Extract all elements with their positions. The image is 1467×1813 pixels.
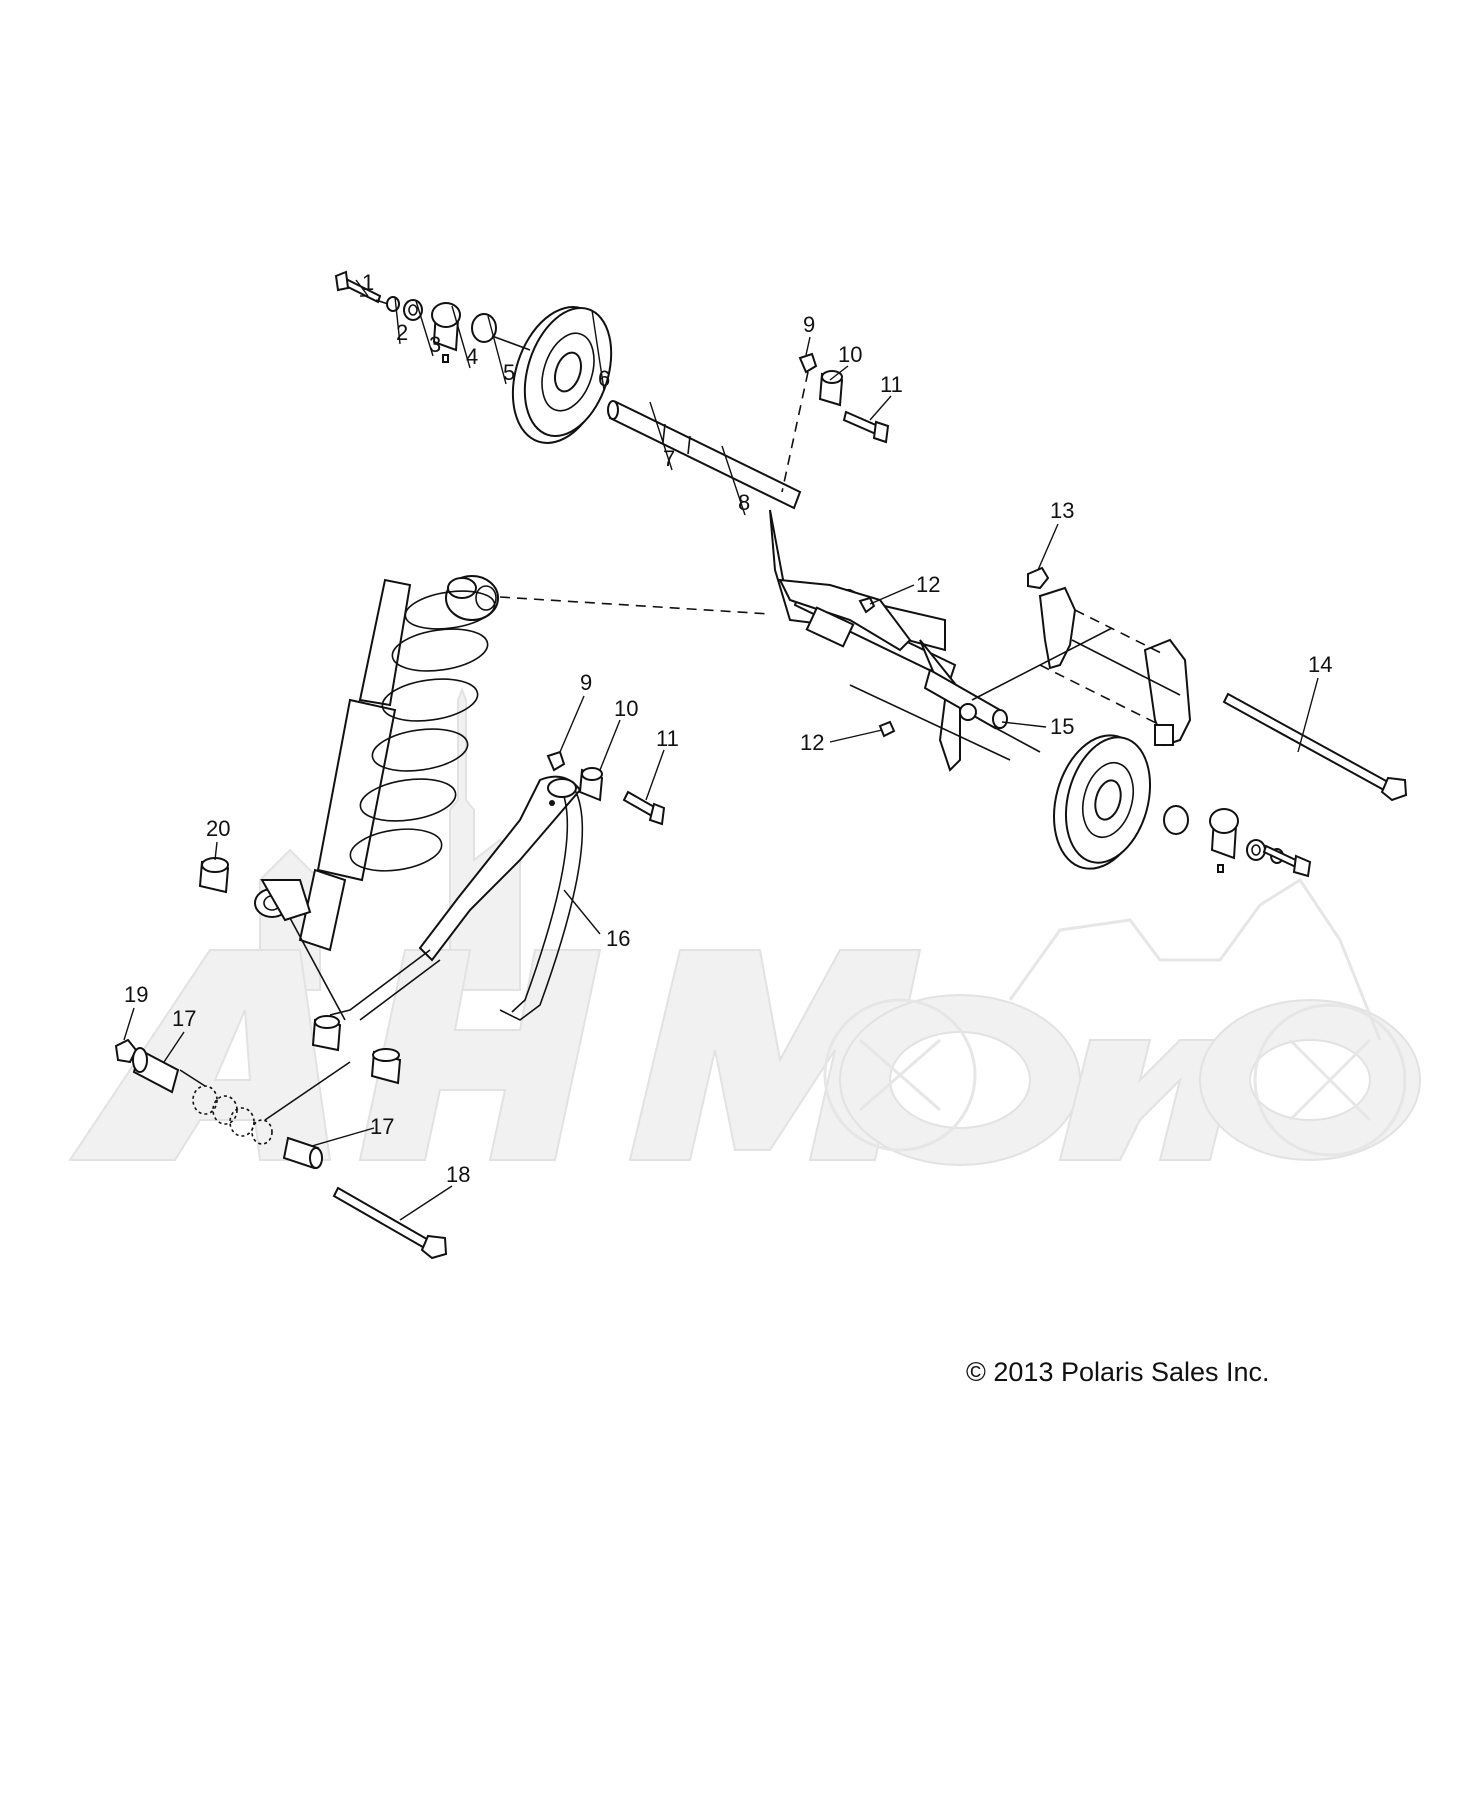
part-9-nut-upper [798, 352, 818, 374]
part-17-spacer-lower [282, 1136, 323, 1170]
leader-2 [394, 296, 401, 345]
callout-20: 20 [206, 816, 230, 841]
part-20-spacer [198, 857, 230, 894]
callout-11-upper: 11 [880, 372, 903, 397]
carriage-assembly [769, 509, 1041, 772]
callout-10-middle: 10 [614, 696, 638, 721]
part-5-o-ring [471, 313, 497, 343]
part-6-idler-wheel [511, 306, 613, 444]
callout-17-lower: 17 [370, 1114, 394, 1139]
part-10-spacer-upper [818, 370, 844, 407]
callout-8: 8 [738, 490, 750, 515]
part-2-washer [386, 296, 400, 312]
callout-12-lower: 12 [800, 730, 824, 755]
callout-16: 16 [606, 926, 630, 951]
callout-5: 5 [503, 360, 515, 385]
callout-11-middle: 11 [656, 726, 679, 751]
leader-19 [123, 1007, 135, 1041]
leader-12-lower [829, 729, 883, 743]
callout-1: 1 [360, 270, 374, 297]
bolt-lower [1262, 844, 1312, 878]
callout-19: 19 [124, 982, 148, 1007]
part-12-nut-lower [878, 720, 896, 738]
o-ring-lower [1163, 805, 1189, 835]
leader-11-upper [869, 395, 892, 421]
callout-4: 4 [466, 344, 478, 369]
washer-lower-1 [1246, 839, 1266, 861]
leader-18 [399, 1185, 453, 1221]
leader-5 [487, 315, 507, 385]
callout-14: 14 [1308, 652, 1332, 677]
watermark-logo [68, 687, 1421, 1166]
leader-11-middle [645, 749, 665, 801]
leader-8 [721, 445, 746, 516]
bushing-lower [1209, 808, 1239, 873]
leader-17-lower [311, 1127, 375, 1147]
part-7-8-axle [607, 400, 802, 510]
leader-9-middle [559, 695, 585, 753]
leader-16 [563, 889, 601, 935]
callout-10-upper: 10 [838, 342, 862, 367]
part-11-bolt-middle [622, 790, 666, 826]
part-10-spacer-middle [578, 767, 604, 802]
part-13-nut-and-brackets [1027, 566, 1192, 747]
part-12-nut-upper [858, 596, 876, 614]
callout-9-upper: 9 [803, 312, 815, 337]
part-17-spacer-upper [132, 1047, 180, 1094]
shock-to-axle-centerline [499, 596, 771, 615]
callout-15: 15 [1050, 714, 1074, 739]
part-9-nut-middle [546, 750, 566, 772]
part-16-torque-arm [311, 775, 584, 1085]
assembly-centerlines [179, 299, 1181, 1121]
part-14-long-bolt [1222, 692, 1408, 802]
copyright: © 2013 Polaris Sales Inc. [966, 1357, 1270, 1387]
leader-20 [214, 841, 218, 861]
leader-17-upper [163, 1031, 185, 1063]
leader-15 [1001, 721, 1047, 728]
part-11-bolt-upper [842, 410, 890, 444]
leader-7 [649, 401, 673, 471]
part-idler-wheel-lower [1052, 734, 1152, 870]
leader-14 [1297, 677, 1319, 753]
leader-4 [451, 305, 471, 369]
leader-13 [1037, 523, 1059, 571]
callout-18: 18 [446, 1162, 470, 1187]
part-18-long-bolt [332, 1186, 448, 1260]
leader-3 [415, 300, 434, 357]
callout-3: 3 [429, 332, 441, 357]
callout-13: 13 [1050, 498, 1074, 523]
callout-1-label: 1 [362, 270, 374, 295]
leader-12-upper [869, 584, 915, 605]
shock-absorber-with-spring [254, 575, 499, 952]
callout-9-middle: 9 [580, 670, 592, 695]
leader-10-upper [829, 365, 849, 381]
leader-6 [591, 309, 605, 391]
leader-9-upper [805, 336, 811, 356]
callout-17-upper: 17 [172, 1006, 196, 1031]
leader-1 [355, 279, 369, 297]
callout-12-upper: 12 [916, 572, 940, 597]
part-1-bolt [334, 270, 382, 304]
leader-10-middle [599, 719, 621, 771]
